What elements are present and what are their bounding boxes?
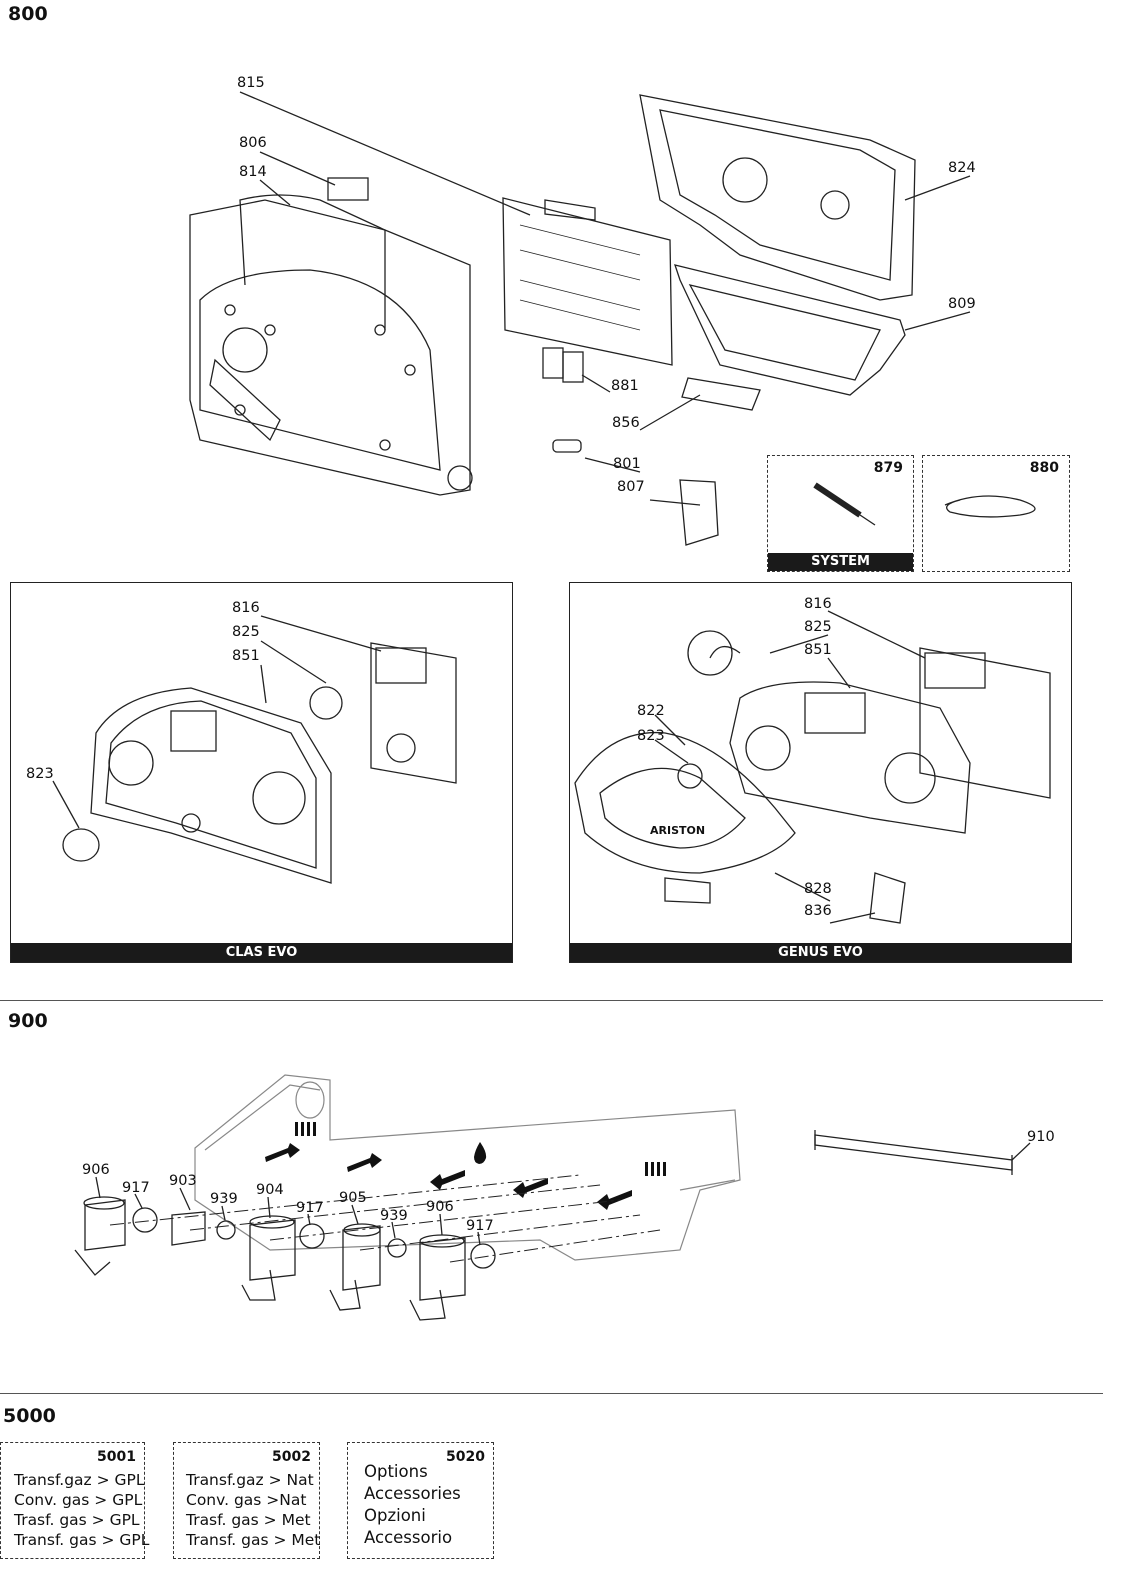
kit-desc-line: Trasf. gas > GPL xyxy=(14,1511,140,1529)
kit-box-5020: 5020 Options Accessories Opzioni Accesso… xyxy=(347,1442,494,1559)
callout-823: 823 xyxy=(26,766,54,782)
kit-number: 879 xyxy=(873,460,903,476)
callout-806: 806 xyxy=(239,135,267,151)
kit-desc-line: Transf. gas > GPL xyxy=(14,1531,150,1549)
callout-917: 917 xyxy=(296,1200,324,1216)
genus-evo-bar: GENUS EVO xyxy=(570,943,1071,962)
callout-801: 801 xyxy=(613,456,641,472)
system-bar: SYSTEM xyxy=(768,553,913,571)
kit-desc-line: Options xyxy=(364,1462,428,1481)
callout-939: 939 xyxy=(210,1191,238,1207)
callout-823: 823 xyxy=(637,728,665,744)
callout-917: 917 xyxy=(122,1180,150,1196)
kit-desc-line: Transf. gas > Met xyxy=(186,1531,321,1549)
clas-evo-drawing xyxy=(52,615,457,884)
clas-evo-panel: 816 825 851 823 CLAS EVO xyxy=(10,582,513,963)
section-800-title: 800 xyxy=(8,3,48,25)
callout-917: 917 xyxy=(466,1218,494,1234)
kit-desc-line: Conv. gas > GPL xyxy=(14,1491,143,1509)
kit-number: 5002 xyxy=(272,1449,311,1465)
kit-box-5001: 5001 Transf.gaz > GPL Conv. gas > GPL Tr… xyxy=(0,1442,149,1559)
section-divider xyxy=(0,1393,1103,1394)
kit-desc-line: Conv. gas >Nat xyxy=(186,1491,307,1509)
kit-box-879: 879 SYSTEM xyxy=(767,455,914,572)
callout-816: 816 xyxy=(232,600,260,616)
callout-807: 807 xyxy=(617,479,645,495)
callout-814: 814 xyxy=(239,164,267,180)
callout-903: 903 xyxy=(169,1173,197,1189)
callout-939: 939 xyxy=(380,1208,408,1224)
callout-910: 910 xyxy=(1027,1129,1055,1145)
genus-evo-panel: ARISTON 816 825 851 822 823 828 836 GENU… xyxy=(569,582,1072,963)
callout-836: 836 xyxy=(804,903,832,919)
kit-desc-line: Trasf. gas > Met xyxy=(186,1511,311,1529)
section-900-title: 900 xyxy=(8,1010,48,1032)
callout-825: 825 xyxy=(232,624,260,640)
callout-905: 905 xyxy=(339,1190,367,1206)
kit-number: 880 xyxy=(1029,460,1059,476)
callout-904: 904 xyxy=(256,1182,284,1198)
callout-828: 828 xyxy=(804,881,832,897)
kit-desc-line: Accessorio xyxy=(364,1528,453,1547)
kit-number: 5001 xyxy=(97,1449,136,1465)
genus-brand: ARISTON xyxy=(650,824,706,837)
callout-851: 851 xyxy=(804,642,832,658)
callout-906: 906 xyxy=(426,1199,454,1215)
kit-number: 5020 xyxy=(446,1449,485,1465)
kit-desc-line: Opzioni xyxy=(364,1506,426,1525)
kit-desc-line: Transf.gaz > GPL xyxy=(14,1471,145,1489)
clas-evo-bar: CLAS EVO xyxy=(11,943,512,962)
genus-evo-drawing xyxy=(574,610,1051,924)
callout-824: 824 xyxy=(948,160,976,176)
kit-desc-line: Accessories xyxy=(364,1484,461,1503)
callout-815: 815 xyxy=(237,75,265,91)
kit-box-880: 880 xyxy=(922,455,1070,572)
kit-desc-line: Transf.gaz > Nat xyxy=(186,1471,314,1489)
callout-825: 825 xyxy=(804,619,832,635)
callout-851: 851 xyxy=(232,648,260,664)
callout-822: 822 xyxy=(637,703,665,719)
callout-906: 906 xyxy=(82,1162,110,1178)
section-divider xyxy=(0,1000,1103,1001)
callout-809: 809 xyxy=(948,296,976,312)
callout-816: 816 xyxy=(804,596,832,612)
section-5000-title: 5000 xyxy=(3,1405,56,1427)
callout-881: 881 xyxy=(611,378,639,394)
kit-box-5002: 5002 Transf.gaz > Nat Conv. gas >Nat Tra… xyxy=(173,1442,320,1559)
callout-856: 856 xyxy=(612,415,640,431)
